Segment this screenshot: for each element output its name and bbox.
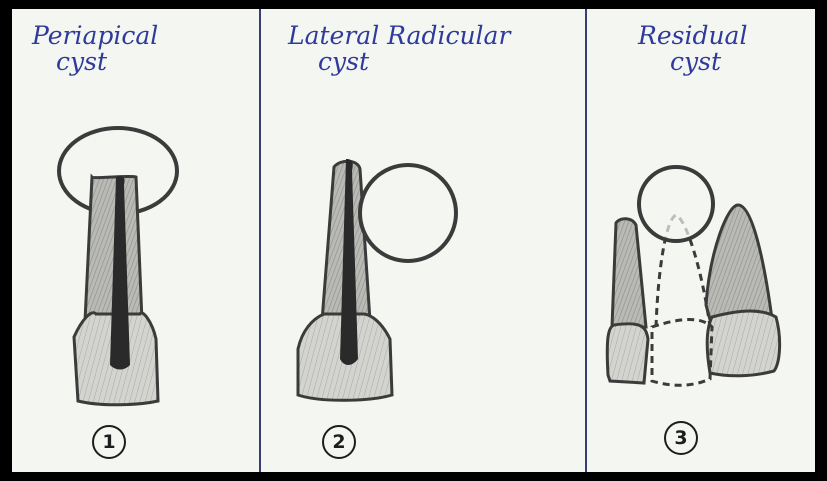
figure-number-1: 1 [92,425,126,459]
sketch-paper: Periapical cyst Lateral Radicular cyst R… [12,9,815,472]
residual-cyst-circle [639,167,713,241]
tooth-crown-right [707,311,779,376]
lateral-cyst-circle [360,165,456,261]
periapical-cyst-diagram [59,128,177,405]
tooth-crown-left [607,324,648,383]
panel-2-title-line2: cyst [318,49,369,75]
panel-3-title-line2: cyst [670,49,721,75]
lateral-radicular-cyst-diagram [298,159,456,400]
tooth-illustrations [12,9,815,472]
figure-number-3: 3 [664,421,698,455]
residual-cyst-diagram [607,167,779,385]
panel-3-title-line1: Residual [638,23,747,49]
missing-crown-outline [652,320,712,386]
panel-1-title-line1: Periapical [32,23,158,49]
figure-number-2: 2 [322,425,356,459]
tooth-root-left [612,219,646,327]
tooth-root-right [706,205,772,327]
panel-1-title-line2: cyst [56,49,107,75]
panel-2-title-line1: Lateral Radicular [288,23,510,49]
